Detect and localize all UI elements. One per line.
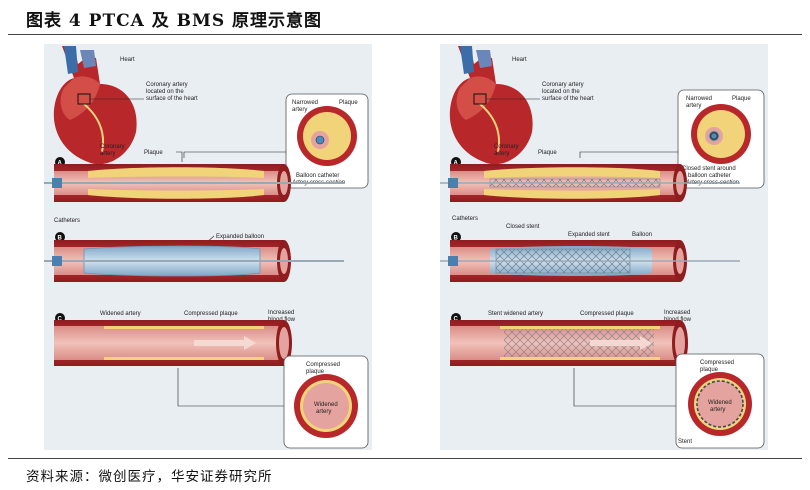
inset-narrowed-label: Narrowed artery xyxy=(686,96,714,109)
inset2-widened-label: Widened artery xyxy=(708,400,733,413)
inset-plaque-label: Plaque xyxy=(339,100,358,106)
svg-text:B: B xyxy=(454,236,459,242)
widened-artery-inset xyxy=(283,355,369,449)
stented-artery-inset xyxy=(675,353,765,449)
heart-label: Heart xyxy=(512,57,527,63)
coronary-artery-label: Coronary artery xyxy=(494,144,520,157)
artery-cross-section-inset xyxy=(285,93,369,189)
inset2-stent-label: Stent xyxy=(678,439,692,445)
heart-illustration xyxy=(449,46,533,165)
artery-step-a xyxy=(440,164,740,202)
inset-narrowed-label: Narrowed artery xyxy=(292,100,320,113)
inset2-widened-label: Widened artery xyxy=(314,402,339,415)
artery-step-b xyxy=(44,240,344,282)
inset2-compressed-label: Compressed plaque xyxy=(306,362,342,375)
coronary-artery-label: Coronary artery xyxy=(100,144,126,157)
svg-text:A: A xyxy=(454,161,459,167)
coronary-located-label: Coronary artery located on the surface o… xyxy=(542,82,594,102)
catheters-label: Catheters xyxy=(54,218,80,224)
artery-cross-section-inset xyxy=(677,89,765,189)
ptca-diagram: Heart Coronary artery located on the sur… xyxy=(44,44,372,450)
step-b-badge xyxy=(55,232,65,242)
expanded-balloon-label: Expanded balloon xyxy=(216,234,264,240)
artery-step-a xyxy=(44,164,344,202)
heart-label: Heart xyxy=(120,57,135,63)
title-rule xyxy=(8,34,802,35)
closed-stent-label: Closed stent xyxy=(506,224,540,230)
plaque-label: Plaque xyxy=(538,150,557,156)
inset2-compressed-label: Compressed plaque xyxy=(700,360,736,373)
source-rule xyxy=(8,458,802,459)
bms-diagram: Heart Coronary artery located on the sur… xyxy=(440,44,768,450)
compressed-plaque-label: Compressed plaque xyxy=(580,311,634,317)
artery-step-b xyxy=(440,240,740,282)
widened-artery-label: Widened artery xyxy=(100,311,141,317)
expanded-stent-label: Expanded stent xyxy=(568,232,610,238)
plaque-label: Plaque xyxy=(144,150,163,156)
source-note: 资料来源：微创医疗，华安证券研究所 xyxy=(26,469,273,485)
inset-plaque-label: Plaque xyxy=(732,96,751,102)
stent-widened-label: Stent widened artery xyxy=(488,311,543,317)
compressed-plaque-label: Compressed plaque xyxy=(184,311,238,317)
step-b-badge xyxy=(451,232,461,242)
svg-text:C: C xyxy=(454,317,459,323)
figure-title: 图表 4 PTCA 及 BMS 原理示意图 xyxy=(26,11,323,31)
balloon-label: Balloon xyxy=(632,232,652,238)
svg-text:A: A xyxy=(58,161,63,167)
heart-illustration xyxy=(53,46,137,165)
svg-text:C: C xyxy=(58,317,63,323)
inset-caption-label: Closed stent around balloon catheter xyxy=(682,166,737,179)
inset-catheter-label: Balloon catheter xyxy=(296,173,339,179)
catheters-label: Catheters xyxy=(452,216,478,222)
artery-step-c xyxy=(54,320,292,366)
coronary-located-label: Coronary artery located on the surface o… xyxy=(146,82,198,102)
artery-step-c xyxy=(450,320,688,366)
svg-text:B: B xyxy=(58,236,63,242)
